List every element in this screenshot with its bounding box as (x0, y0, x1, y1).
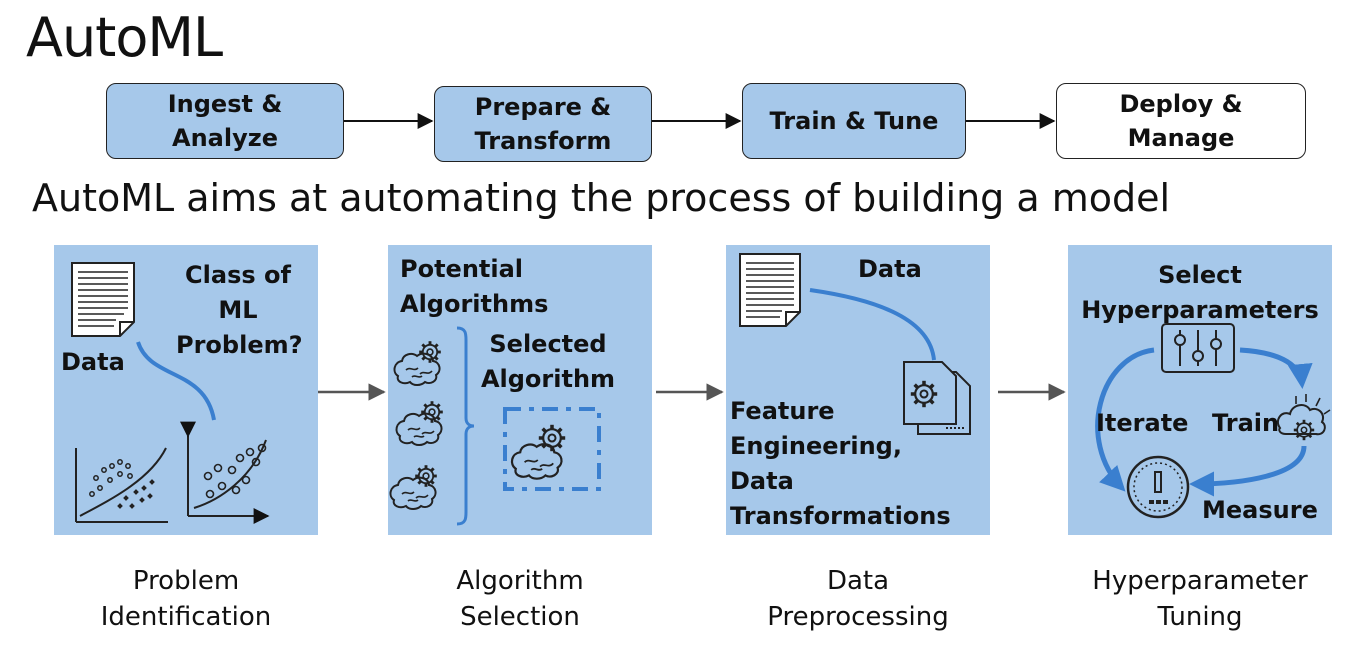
feature-engineering-label: Feature Engineering, Data Transformation… (730, 394, 951, 534)
config-document-icon (903, 361, 971, 435)
preprocessing-data-label: Data (858, 255, 922, 283)
select-line-1: Select (1158, 261, 1242, 289)
data-flow-curve-icon (809, 288, 936, 361)
brain-gear-icon-1 (393, 339, 443, 386)
fe-line-2: Engineering, (730, 432, 902, 460)
pipeline-step-ingest-line1: Ingest & (167, 90, 283, 118)
caption-tuning-line-2: Tuning (1157, 602, 1243, 632)
potential-line-2: Algorithms (400, 290, 549, 318)
select-hyperparameters-label: Select Hyperparameters (1072, 258, 1328, 328)
caption-hyperparameter-tuning: Hyperparameter Tuning (1068, 563, 1332, 635)
curve-connector-icon (136, 341, 216, 421)
caption-problem-identification: Problem Identification (54, 563, 318, 635)
selected-algorithm-label: Selected Algorithm (478, 327, 618, 397)
potential-line-1: Potential (400, 255, 524, 283)
cloud-gear-icon (1276, 394, 1331, 442)
caption-preprocessing-line-1: Data (826, 566, 890, 596)
pipeline-step-ingest: Ingest & Analyze (106, 83, 344, 159)
caption-problem-line-1: Problem (132, 566, 240, 596)
brain-gear-icon-2 (395, 399, 445, 446)
caption-tuning-line-1: Hyperparameter (1092, 566, 1308, 596)
regression-plot-icon (180, 421, 270, 524)
pipeline-step-deploy-line2: Manage (1127, 124, 1235, 152)
brain-gear-icon-3 (389, 463, 439, 510)
caption-algorithm-line-1: Algorithm (456, 566, 584, 596)
class-line-3: Problem? (176, 331, 303, 359)
selection-box-icon (503, 407, 601, 491)
pipeline-step-train: Train & Tune (742, 83, 966, 159)
document-icon (71, 262, 135, 337)
caption-data-preprocessing: Data Preprocessing (726, 563, 990, 635)
fe-line-1: Feature (730, 397, 835, 425)
train-label: Train (1212, 409, 1280, 437)
selected-line-2: Algorithm (480, 365, 616, 393)
caption-algorithm-line-2: Selection (460, 602, 580, 632)
measure-arrow-icon (1189, 445, 1307, 497)
caption-preprocessing-line-2: Preprocessing (767, 602, 949, 632)
bracket-icon (456, 326, 475, 526)
pipeline-step-deploy-line1: Deploy & (1119, 90, 1243, 118)
caption-algorithm-selection: Algorithm Selection (388, 563, 652, 635)
pipeline-step-deploy: Deploy & Manage (1056, 83, 1306, 159)
scatter-plot-icon (75, 447, 168, 523)
iterate-label: Iterate (1096, 409, 1189, 437)
fe-line-4: Transformations (730, 502, 951, 530)
potential-algorithms-label: Potential Algorithms (400, 252, 548, 322)
class-line-1: Class of (185, 261, 291, 289)
selected-brain-gear-icon (510, 423, 567, 480)
fe-line-3: Data (730, 467, 794, 495)
selected-line-1: Selected (489, 330, 607, 358)
select-line-2: Hyperparameters (1081, 296, 1319, 324)
measure-label: Measure (1202, 496, 1318, 524)
class-of-ml-problem-label: Class of ML Problem? (176, 258, 303, 363)
data-document-icon (739, 253, 801, 327)
problem-data-label: Data (61, 348, 125, 376)
iterate-arrow-icon (1095, 347, 1155, 492)
pipeline-step-prepare-line2: Transform (474, 127, 612, 155)
caption-problem-line-2: Identification (100, 602, 272, 632)
arrow-to-train-icon (1239, 347, 1313, 389)
gauge-icon (1126, 455, 1190, 519)
pipeline-step-train-label: Train & Tune (769, 107, 939, 135)
pipeline-step-prepare-line1: Prepare & (474, 93, 612, 121)
pipeline-step-prepare: Prepare & Transform (434, 86, 652, 162)
subtitle: AutoML aims at automating the process of… (32, 176, 1171, 220)
page-title: AutoML (26, 6, 223, 69)
sliders-icon (1161, 323, 1235, 373)
pipeline-step-ingest-line2: Analyze (172, 124, 278, 152)
class-line-2: ML (218, 296, 258, 324)
